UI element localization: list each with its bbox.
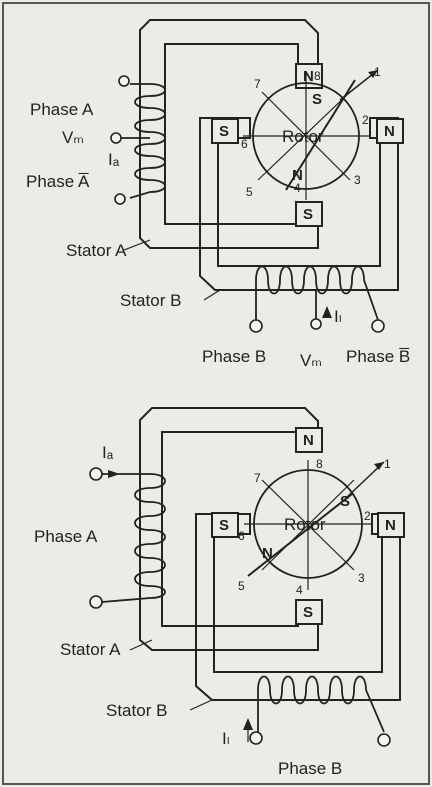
- top-tick-8: 8: [314, 69, 321, 83]
- bottom-tick-3: 3: [358, 571, 365, 585]
- top-pole-right: [376, 118, 404, 144]
- top-vm-label: Vₘ: [62, 128, 84, 147]
- bottom-rotor-n: N: [262, 545, 273, 562]
- bottom-tick-6: 6: [238, 529, 245, 543]
- bottom-tick-2: 2: [364, 509, 371, 523]
- top-tick-3: 3: [354, 173, 361, 187]
- bottom-pole-right-label: N: [385, 517, 396, 534]
- top-rotor-magnet-axis: [285, 79, 356, 191]
- top-ib-arrow: [322, 306, 332, 318]
- bottom-ia-label: Iₐ: [102, 443, 114, 462]
- top-tick-5: 5: [246, 185, 253, 199]
- top-phase-a-bar-terminal: [114, 193, 126, 205]
- bottom-tick-4: 4: [296, 583, 303, 597]
- bottom-ib-arrow: [243, 718, 253, 730]
- bottom-pole-bottom: [295, 599, 323, 625]
- bottom-phase-a-terminal-bottom: [89, 595, 103, 609]
- top-pole-left-label: S: [219, 123, 229, 140]
- bottom-rotor-spokes: [244, 460, 372, 590]
- top-tick-2: 2: [362, 113, 369, 127]
- bottom-phase-b-terminal-left: [249, 731, 263, 745]
- bottom-pole-left: [211, 512, 239, 538]
- bottom-tick-1: 1: [384, 457, 391, 471]
- top-phase-a-coil: [129, 83, 166, 199]
- top-tick-6: 6: [241, 137, 248, 151]
- top-vm-bottom-label: Vₘ: [300, 351, 322, 370]
- top-stator-a-core: [139, 19, 319, 249]
- top-phase-b-label: Phase B: [202, 347, 266, 366]
- bottom-phase-b-label: Phase B: [278, 759, 342, 778]
- top-phase-a-terminal: [118, 75, 130, 87]
- bottom-stator-b-label: Stator B: [106, 701, 167, 720]
- bottom-stator-a-label: Stator A: [60, 640, 121, 659]
- bottom-phase-b-coil: [257, 675, 385, 733]
- top-phase-b-bar-terminal: [371, 319, 385, 333]
- bottom-pole-right: [377, 512, 405, 538]
- bottom-phase-a-label: Phase A: [34, 527, 98, 546]
- top-tick-1: 1: [374, 65, 381, 79]
- top-pole-top-label: N: [303, 68, 314, 85]
- top-phase-b-bar-label: Phase B̅: [346, 347, 410, 366]
- top-phase-b-coil: [255, 265, 379, 321]
- top-pole-bottom-label: S: [303, 206, 313, 223]
- bottom-phase-a-terminal-top: [89, 467, 103, 481]
- bottom-ib-label: Iₗ: [222, 729, 230, 748]
- bottom-rotor-arrowhead: [374, 462, 384, 470]
- top-ib-label: Iₗ: [334, 307, 342, 326]
- top-stator-b-core: [199, 117, 399, 291]
- top-tick-4: 4: [294, 181, 301, 195]
- top-phase-b-terminal: [249, 319, 263, 333]
- top-pole-left: [211, 118, 239, 144]
- top-rotor-n: N: [292, 167, 303, 184]
- top-rotor-arrowhead: [368, 70, 378, 78]
- top-diagram: N S N S Rotor S N 1 2 3 4 5 6 7 8 Phase …: [26, 19, 410, 370]
- bottom-tick-7: 7: [254, 471, 261, 485]
- bottom-stator-a-leader: [129, 639, 153, 651]
- top-phase-a-label: Phase A: [30, 100, 94, 119]
- top-stator-b-leader: [203, 289, 221, 301]
- bottom-tick-8: 8: [316, 457, 323, 471]
- bottom-stator-b-leader: [189, 699, 213, 711]
- top-vm-terminal: [110, 132, 122, 144]
- bottom-phase-b-terminal-right: [377, 733, 391, 747]
- bottom-phase-a-coil: [101, 473, 166, 603]
- bottom-rotor-magnet-axis: [247, 493, 353, 577]
- top-vm-b-terminal: [310, 318, 322, 330]
- top-ia-label: Iₐ: [108, 150, 120, 169]
- top-rotor-spokes: [243, 72, 370, 200]
- top-stator-b-label: Stator B: [120, 291, 181, 310]
- bottom-ia-arrow: [108, 470, 120, 478]
- top-phase-a-bar-label: Phase A̅: [26, 172, 90, 191]
- bottom-rotor-s: S: [340, 493, 350, 510]
- bottom-tick-5: 5: [238, 579, 245, 593]
- bottom-diagram: N S N S Rotor S N 1 2 3 4 5 6 7 8 Iₐ Pha…: [34, 407, 405, 778]
- top-pole-right-label: N: [384, 123, 395, 140]
- top-pole-bottom: [295, 201, 323, 227]
- bottom-pole-left-label: S: [219, 517, 229, 534]
- top-tick-7: 7: [254, 77, 261, 91]
- bottom-pole-top: [295, 427, 323, 453]
- top-rotor-s: S: [312, 91, 322, 108]
- bottom-pole-bottom-label: S: [303, 604, 313, 621]
- bottom-pole-top-label: N: [303, 432, 314, 449]
- top-stator-a-leader: [123, 239, 151, 251]
- bottom-rotor-label: Rotor: [284, 515, 326, 534]
- top-stator-a-label: Stator A: [66, 241, 127, 260]
- top-rotor-label: Rotor: [282, 127, 324, 146]
